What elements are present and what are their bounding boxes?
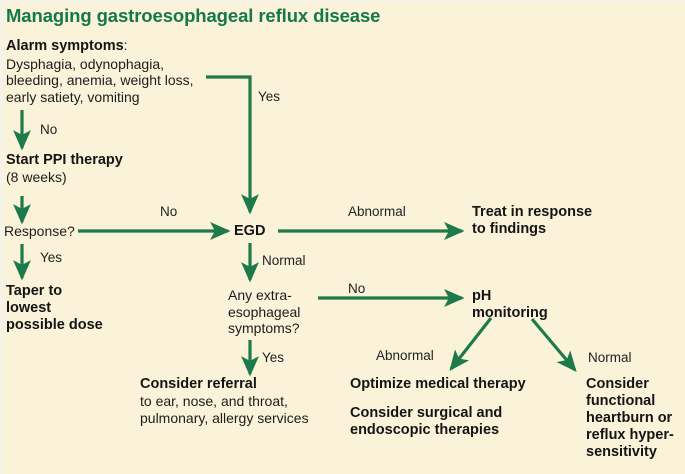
alarm-heading-line: Alarm symptoms: — [6, 37, 236, 56]
alarm-heading-colon: : — [123, 37, 128, 53]
functional-line-3: heartburn or — [586, 410, 673, 427]
alarm-heading: Alarm symptoms — [6, 38, 124, 54]
edge-label-extraesoph-yes: Yes — [262, 350, 285, 365]
edge-label-extraesoph-no: No — [348, 281, 366, 296]
alarm-line-1: Dysphagia, odynophagia, — [6, 55, 165, 72]
edge-label-egd-normal: Normal — [262, 253, 306, 268]
ph-line-1: pH — [472, 288, 492, 304]
functional-line-1: Consider — [586, 376, 649, 392]
taper-line-2: lowest — [6, 300, 52, 317]
referral-heading: Consider referral — [140, 376, 257, 392]
edge-label-egd-abnormal: Abnormal — [348, 204, 406, 219]
taper-line-3: possible dose — [6, 317, 103, 334]
alarm-line-3: early satiety, vomiting — [6, 88, 140, 105]
treat-line-2: to findings — [472, 221, 547, 238]
page-title: Managing gastroesophageal reflux disease — [6, 5, 381, 26]
functional-line-4: reflux hyper- — [586, 427, 674, 444]
node-consider-referral: Consider referral to ear, nose, and thro… — [140, 376, 340, 426]
optimize-line-3: endoscopic therapies — [350, 422, 500, 439]
node-optimize-therapy: Optimize medical therapy Consider surgic… — [350, 376, 580, 439]
extraesoph-line-1: Any extra- — [228, 287, 292, 303]
node-alarm-symptoms: Alarm symptoms: Dysphagia, odynophagia, … — [6, 37, 236, 105]
top-edge-strip — [0, 0, 685, 3]
node-egd: EGD — [234, 223, 266, 239]
edge-label-response-yes: Yes — [40, 250, 63, 265]
alarm-line-2: bleeding, anemia, weight loss, — [6, 72, 194, 89]
optimize-line-2: Consider surgical and — [350, 405, 503, 422]
treat-line-1: Treat in response — [472, 204, 593, 220]
node-ph-monitoring: pH monitoring — [472, 288, 612, 322]
edge-ph-normal — [530, 317, 577, 372]
edge-label-ph-abnormal: Abnormal — [376, 348, 434, 363]
left-edge-strip — [0, 0, 4, 474]
edge-ph-abnormal — [449, 317, 493, 372]
node-extraesophageal-symptoms: Any extra- esophageal symptoms? — [228, 287, 328, 337]
ppi-heading: Start PPI therapy — [6, 152, 123, 168]
optimize-line-1: Optimize medical therapy — [350, 376, 526, 392]
node-response-question: Response? — [4, 223, 75, 239]
node-treat-in-response: Treat in response to findings — [472, 204, 672, 238]
edge-label-alarm-no: No — [40, 122, 58, 137]
extraesoph-line-2: esophageal — [228, 303, 301, 320]
node-functional-heartburn: Consider functional heartburn or reflux … — [586, 376, 685, 462]
referral-line-1: to ear, nose, and throat, — [140, 393, 288, 410]
edge-label-response-no: No — [160, 204, 178, 219]
extraesoph-line-3: symptoms? — [228, 320, 300, 337]
referral-line-2: pulmonary, allergy services — [140, 409, 309, 426]
edge-alarm-yes — [206, 75, 259, 215]
edge-label-alarm-yes: Yes — [258, 89, 281, 104]
ph-line-2: monitoring — [472, 305, 548, 322]
node-start-ppi-therapy: Start PPI therapy (8 weeks) — [6, 152, 186, 186]
taper-line-1: Taper to — [6, 283, 63, 299]
ppi-subtext: (8 weeks) — [6, 169, 67, 186]
edge-label-ph-normal: Normal — [588, 350, 632, 365]
node-taper-dose: Taper to lowest possible dose — [6, 283, 156, 334]
functional-line-2: functional — [586, 393, 656, 410]
functional-line-5: sensitivity — [586, 444, 657, 461]
